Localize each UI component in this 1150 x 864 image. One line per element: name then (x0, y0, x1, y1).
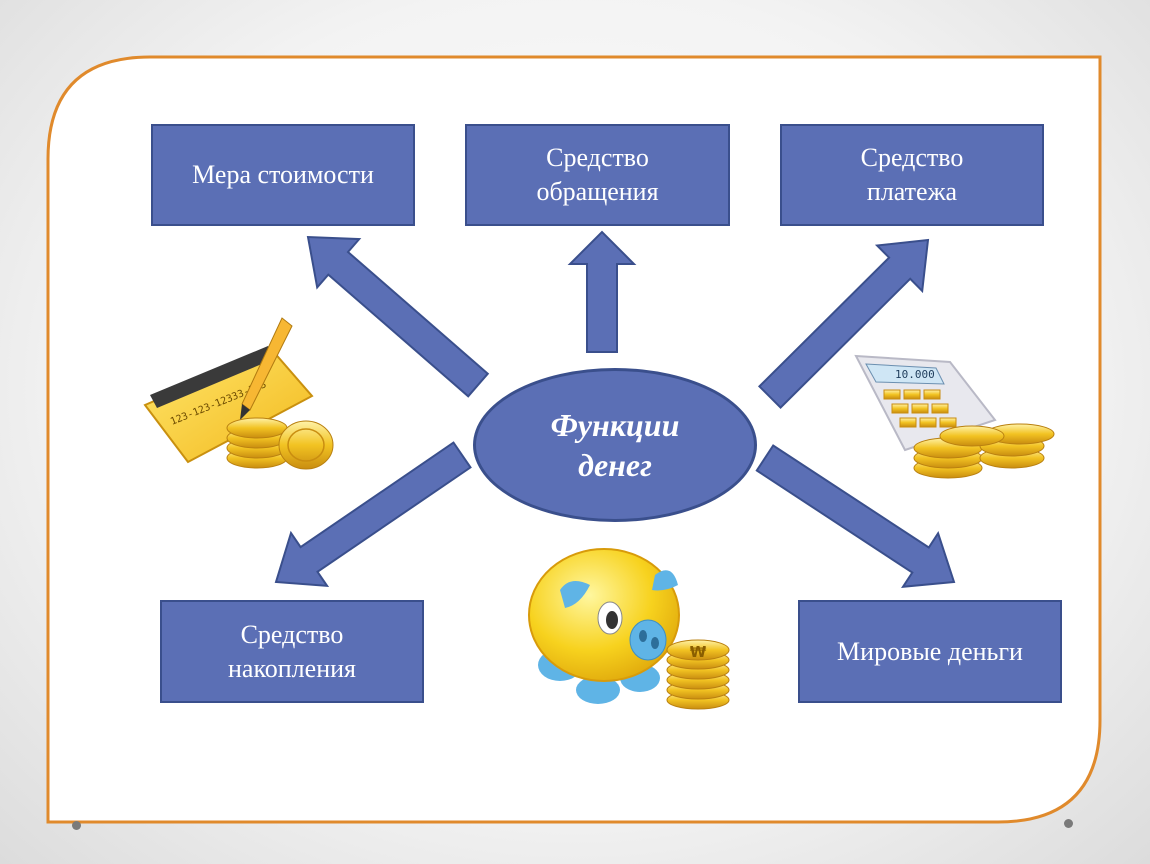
arrow-to-means-of-payment (757, 238, 930, 410)
coin-won-symbol: ₩ (690, 643, 707, 661)
arrow-to-medium-of-exchange (567, 230, 637, 353)
piggy-bank-illustration: ₩ (528, 548, 730, 710)
corner-dot-right (1064, 819, 1073, 828)
arrow-to-measure-of-value (306, 235, 490, 398)
calculator-display: 10.000 (895, 368, 935, 381)
node-medium-of-exchange: Средство обращения (465, 124, 730, 226)
node-world-money: Мировые деньги (798, 600, 1062, 703)
corner-dot-left (72, 821, 81, 830)
node-means-of-payment: Средство платежа (780, 124, 1044, 226)
node-store-of-value: Средство накопления (160, 600, 424, 703)
node-measure-of-value: Мера стоимости (151, 124, 415, 226)
center-node-money-functions: Функции денег (473, 368, 757, 522)
arrow-to-store-of-value (274, 441, 472, 588)
arrows (274, 230, 956, 588)
arrow-to-world-money (755, 444, 956, 588)
credit-card-illustration: 123-123-12333-123 (143, 317, 334, 470)
calculator-illustration: 10.000 (854, 354, 1055, 479)
